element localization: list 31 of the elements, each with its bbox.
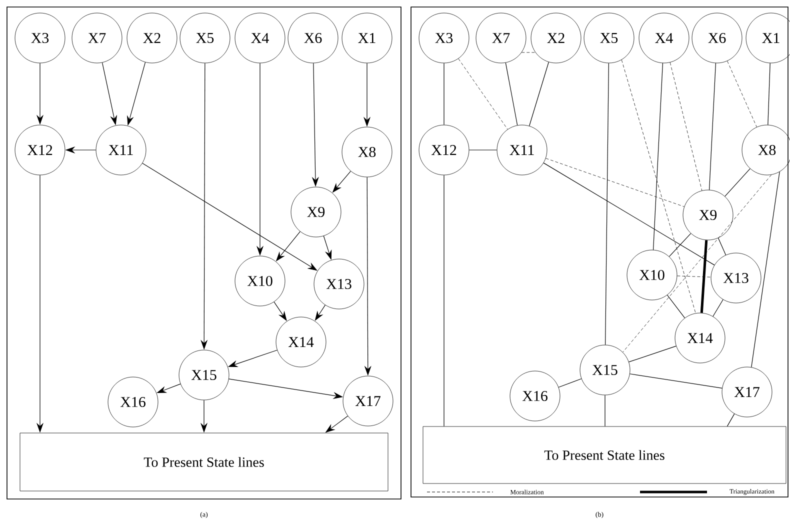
connector-line [708,62,716,190]
connector-line [505,62,518,126]
connector-line [630,374,722,388]
connector-line [670,62,702,191]
connector-line [718,238,726,256]
connector-line [546,158,684,207]
connector-line [543,162,715,266]
connector-line [622,174,772,352]
connector-line [700,240,708,313]
connector-line [458,58,508,130]
output-box: To Present State lines [20,432,388,492]
connector-line [768,62,770,126]
connector-line [604,394,606,427]
connector-line [726,414,735,427]
connector-line [724,168,750,197]
panel-frame [410,6,788,498]
connector-line [712,299,724,317]
connector-line [666,294,686,318]
connector-line [529,62,549,126]
output-box: To Present State lines [422,426,786,484]
connector-line [668,233,692,257]
connector-line [677,276,712,278]
connector-line [628,346,676,362]
connector-line [727,60,757,128]
panel-frame [6,6,402,500]
connector-line [558,378,582,388]
connector-line [751,172,780,368]
connector-line [521,52,536,53]
connector-line [605,62,609,346]
connector-line [621,60,696,314]
connector-line [652,62,664,250]
